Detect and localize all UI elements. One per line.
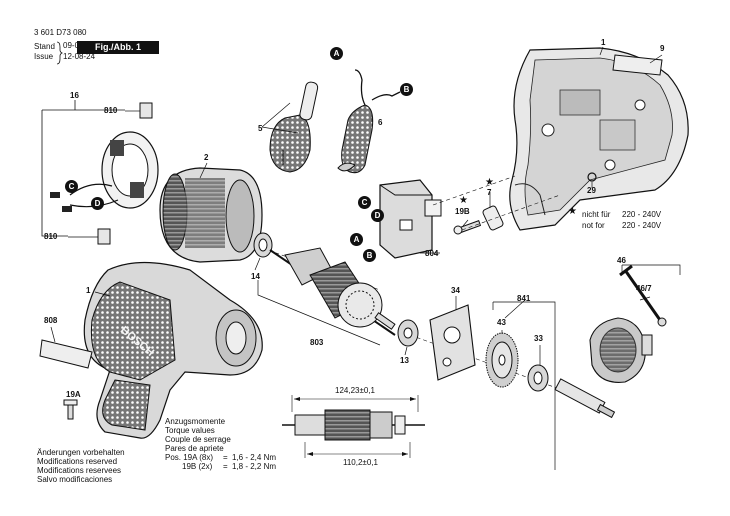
housing-half-left [83,261,263,439]
part-label-808: 808 [44,316,58,325]
star-mark-19b: ★ [459,195,468,206]
handle-part-5 [269,81,319,173]
part-label-34: 34 [451,286,460,295]
issue-date: 12-08-24 [63,52,96,61]
star-note-nicht-fuer: nicht für [582,210,611,219]
torque-row2-value: 1,8 - 2,2 Nm [232,462,277,471]
connector-a-switch: A [350,233,363,246]
bearing-13 [397,319,419,347]
part-label-46: 46 [617,256,626,265]
torque-row1-label: Pos. 19A (8x) [165,453,214,462]
date-brace [56,41,63,65]
housing-half-right [509,47,689,231]
leader-lines [462,46,663,365]
part-label-810-bottom: 810 [44,232,58,241]
torque-line-es: Pares de apriete [165,444,224,453]
connector-d-left: D [91,197,104,210]
part-label-13: 13 [400,356,409,365]
star-note-voltage-en: 220 - 240V [622,221,662,230]
issue-label: Issue [34,52,54,61]
part-label-43: 43 [497,318,506,327]
star-note-not-for: not for [582,221,605,230]
part-label-7: 7 [487,188,492,197]
part-label-841: 841 [517,294,531,303]
connector-a-top: A [330,47,343,60]
torque-row2-label: 19B (2x) [182,462,213,471]
figure-label: Fig./Abb. 1 [77,41,159,54]
carbon-brush-810-top [125,102,153,119]
part-label-5: 5 [258,124,263,133]
changes-note-fr: Modifications reservees [37,466,122,475]
star-note-mark: ★ [568,206,577,217]
part-label-1-top: 1 [601,38,606,47]
connector-c-left: C [65,180,78,193]
document-number: 3 601 D73 080 [34,28,87,37]
part-label-2: 2 [204,153,209,162]
stand-label: Stand [34,42,55,51]
dimension-top: 124,23±0,1 [335,386,375,395]
torque-line-en: Torque values [165,426,215,435]
bearing-plate-34 [429,304,476,381]
cable-assembly-6 [337,69,401,174]
part-label-33: 33 [534,334,543,343]
stator-field-2 [159,167,263,263]
spindle [554,378,616,419]
chuck-key-46-7 [619,264,667,327]
brush-holder-16 [50,131,159,212]
o-ring-29 [587,172,597,182]
connector-c-switch: C [358,196,371,209]
connector-d-switch: D [371,209,384,222]
torque-row1-value: 1,6 - 2,4 Nm [232,453,277,462]
label-plate-808 [39,339,93,369]
part-label-6: 6 [378,118,383,127]
bearing-33 [527,364,549,392]
part-label-803: 803 [310,338,324,347]
torque-line-fr: Couple de serrage [165,435,231,444]
screw-19a [63,399,78,420]
switch-804 [379,179,442,259]
armature-803 [269,247,396,336]
torque-line-de: Anzugsmomente [165,417,226,426]
dimension-bottom: 110,2±0,1 [343,458,378,467]
stand-date: 09-09 [63,41,84,50]
gear-43 [485,332,519,388]
chuck-46 [589,317,653,383]
armature-dimension-view [282,395,425,458]
part-7 [482,205,504,231]
connector-b-switch: B [363,249,376,262]
part-label-14: 14 [251,272,260,281]
screw-19b [453,220,482,235]
star-mark-7: ★ [485,177,494,188]
part-label-19b: 19B [455,207,470,216]
torque-row2-eq: = [223,462,228,471]
label-plate-9 [612,54,663,76]
bearing-14 [253,232,273,258]
part-label-19a: 19A [66,390,81,399]
changes-note-en: Modifications reserved [37,457,118,466]
part-label-9: 9 [660,44,665,53]
part-label-46-7: 46/7 [636,284,652,293]
connector-b-top: B [400,83,413,96]
changes-note-de: Änderungen vorbehalten [37,448,125,457]
part-label-29: 29 [587,186,596,195]
torque-row1-eq: = [223,453,228,462]
part-label-16: 16 [70,91,79,100]
star-note-voltage-de: 220 - 240V [622,210,662,219]
part-label-1-left: 1 [86,286,91,295]
part-label-810-top: 810 [104,106,118,115]
changes-note-es: Salvo modificaciones [37,475,113,484]
part-label-804: 804 [425,249,439,258]
carbon-brush-810-bottom [68,228,111,245]
